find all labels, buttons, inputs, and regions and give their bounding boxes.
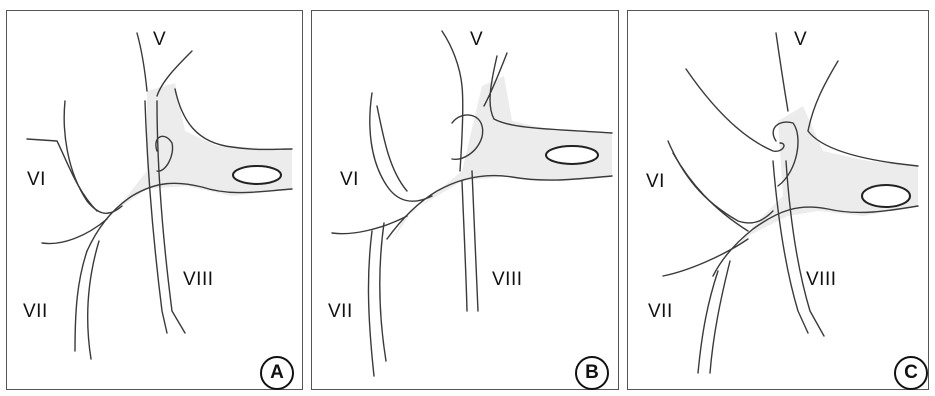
panel-c-v-upper-arc [686,69,784,151]
panel-b-foramen [546,146,598,164]
panel-b-badge: B [575,356,609,390]
panel-c-badge: C [894,356,928,390]
panel-a-trunk-lower [87,183,292,251]
panel-a-label-vii: VII [23,301,48,323]
panel-c-vii-right [710,261,730,373]
panel-b-label-v: V [470,29,483,51]
panel-c-vii-left [698,271,718,373]
panel-b-label-vi: VI [340,169,359,191]
panel-a-vii-right [88,241,99,359]
panel-c-label-vi: VI [646,171,665,193]
panel-a-vi-upper [64,101,122,213]
panel-b-vii-upper [332,216,407,234]
panel-c-foramen [862,185,910,207]
panel-b-vii-left [368,231,374,376]
panel-b-trunk-lower [387,176,612,239]
panel-b-viii-right [472,171,478,311]
panel-a-drawing [7,11,304,391]
panel-a: V VI VII VIII A [6,10,303,390]
panel-b-vii-right [380,223,386,361]
panel-b-label-viii: VIII [492,269,523,291]
panel-c-label-vii: VII [648,301,673,323]
panel-a-trunk-fill [92,83,292,239]
panel-b-vi-lower [377,106,407,191]
panel-b-v-left [442,31,463,171]
panel-b-vi-upper [370,93,432,201]
panel-a-label-viii: VIII [183,269,214,291]
panel-c-trunk-upper [808,61,918,166]
panel-c-label-viii: VIII [806,269,837,291]
panel-c-v-left [776,33,788,111]
panel-c-drawing [628,11,930,391]
panel-a-v-left [137,33,147,91]
panel-b-label-vii: VII [328,301,353,323]
panel-c-vi-lower [673,153,748,231]
panel-b-drawing [312,11,620,391]
panel-c: V VI VII VIII C [627,10,929,390]
panel-c-label-v: V [794,29,807,51]
panel-c-trunk-fill [733,106,918,251]
panel-a-foramen [233,166,281,184]
panel-b: V VI VII VIII B [311,10,619,390]
panel-a-label-v: V [153,29,166,51]
panel-a-badge: A [260,356,294,390]
panel-b-viii-left [462,181,467,311]
panel-a-vii-left [75,251,87,351]
panel-a-label-vi: VI [27,169,46,191]
